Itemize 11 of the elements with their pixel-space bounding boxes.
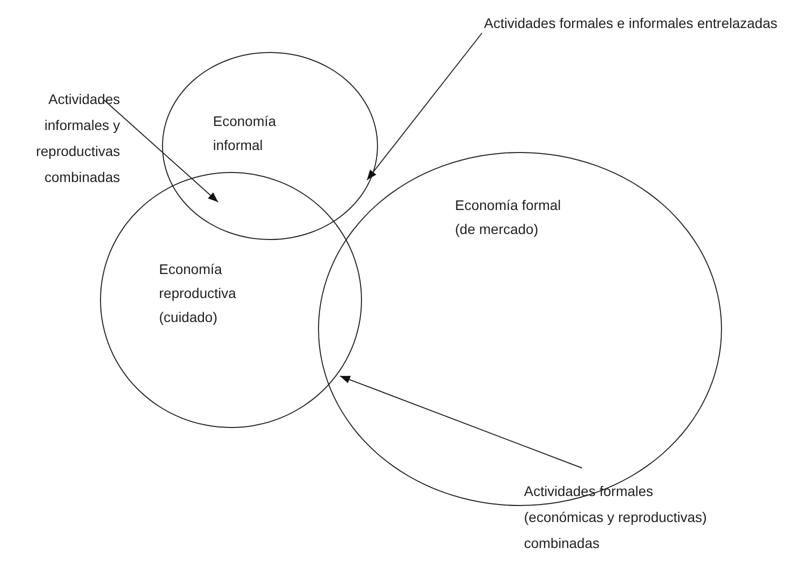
annotation-text: Actividades informales y reproductivas combinadas [20, 86, 120, 190]
circle-region [318, 152, 722, 506]
annotation-text: Actividades formales e informales entrelazadas [484, 10, 798, 36]
annotation-text: Actividades formales (económicas y reproductivas) combinadas [524, 478, 724, 556]
leader-arrow [366, 32, 482, 180]
region-label: Economía informal [213, 112, 278, 155]
region-label: Economía reproductiva (cuidado) [159, 260, 238, 327]
leader-arrow [104, 100, 218, 202]
circle-region [162, 52, 378, 240]
leader-arrow [340, 376, 582, 468]
region-label: Economía formal (de mercado) [455, 196, 562, 239]
